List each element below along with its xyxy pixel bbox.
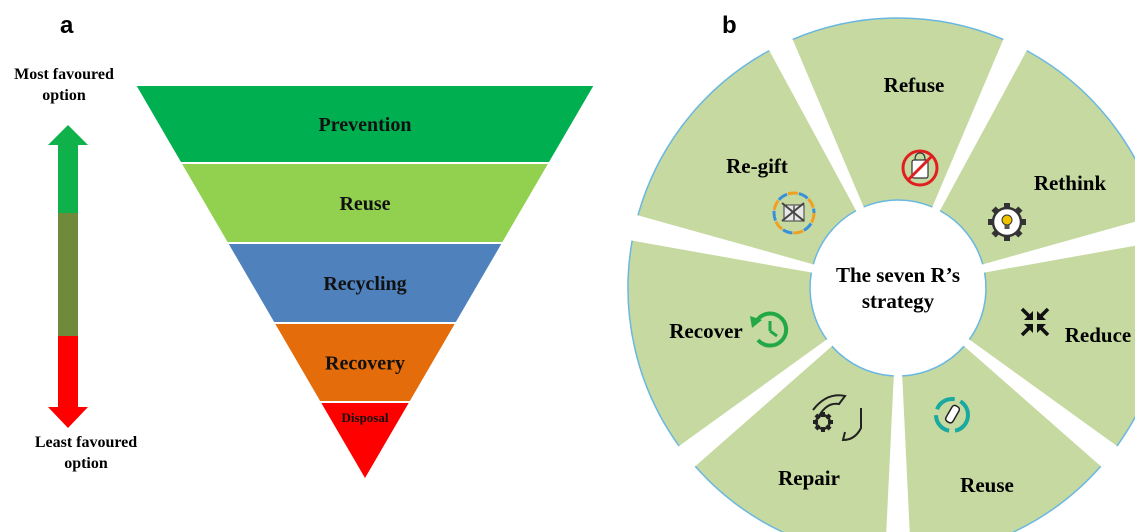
tier-label-recovery: Recovery bbox=[325, 353, 405, 375]
segment-label-reuse: Reuse bbox=[960, 473, 1014, 497]
least-favoured-label-line1: Least favoured bbox=[35, 434, 137, 451]
panel-a-letter: a bbox=[60, 12, 74, 39]
arrow-shaft-red bbox=[58, 336, 78, 408]
segment-label-recover: Recover bbox=[669, 319, 742, 343]
arrow-shaft-green bbox=[58, 144, 78, 214]
tier-label-reuse: Reuse bbox=[339, 193, 390, 215]
segment-refuse bbox=[792, 18, 1004, 207]
gift-cycle-icon bbox=[772, 191, 816, 235]
recycle-bottle-icon bbox=[934, 397, 970, 433]
arrow-shaft-olive bbox=[58, 213, 78, 337]
segment-outer-edge bbox=[1116, 415, 1135, 447]
least-favoured-label-line2: option bbox=[64, 455, 108, 472]
segment-inner-edge bbox=[968, 272, 987, 340]
tier-label-prevention: Prevention bbox=[319, 114, 412, 136]
segment-inner-edge bbox=[902, 345, 965, 377]
tier-disposal bbox=[317, 401, 413, 482]
segment-label-regift: Re-gift bbox=[726, 154, 788, 178]
panel-a: a Most favoured option Least favoured op… bbox=[14, 12, 597, 482]
segment-recover bbox=[627, 240, 827, 447]
most-favoured-label-line2: option bbox=[42, 87, 86, 104]
segment-label-reduce: Reduce bbox=[1065, 323, 1132, 347]
segment-label-rethink: Rethink bbox=[1034, 171, 1107, 195]
arrow-head-up bbox=[48, 125, 88, 145]
segment-outer-edge bbox=[1011, 465, 1102, 532]
center-label-line1: The seven R’s bbox=[836, 263, 960, 287]
tier-label-recycling: Recycling bbox=[323, 273, 406, 295]
center-label-line2: strategy bbox=[862, 289, 935, 313]
segment-rethink bbox=[939, 50, 1135, 265]
tier-label-disposal: Disposal bbox=[342, 410, 389, 425]
favour-arrow bbox=[48, 125, 88, 428]
segment-inner-edge bbox=[863, 199, 933, 208]
segment-label-refuse: Refuse bbox=[884, 73, 945, 97]
segment-reduce bbox=[969, 245, 1135, 447]
panel-b-letter: b bbox=[722, 12, 737, 39]
segment-outer-edge bbox=[627, 240, 680, 447]
segment-inner-edge bbox=[812, 209, 857, 265]
segment-outer-edge bbox=[694, 465, 785, 532]
segment-inner-edge bbox=[809, 272, 828, 340]
most-favoured-label-line1: Most favoured bbox=[14, 66, 114, 83]
segment-inner-edge bbox=[831, 345, 894, 377]
gear-lightbulb-icon bbox=[988, 203, 1026, 241]
segment-repair bbox=[695, 346, 894, 532]
segment-outer-edge bbox=[1026, 49, 1135, 161]
no-plastic-bag-icon bbox=[901, 149, 939, 187]
segment-label-repair: Repair bbox=[778, 466, 840, 490]
panel-b: b RefuseRethinkReduceReuseRepairRecoverR… bbox=[627, 12, 1135, 532]
segment-reuse bbox=[902, 346, 1101, 532]
segment-outer-edge bbox=[637, 49, 770, 216]
compress-arrows-icon bbox=[1020, 307, 1050, 337]
hands-gear-icon bbox=[812, 394, 862, 442]
arrow-head-down bbox=[48, 407, 88, 428]
clock-arrow-icon bbox=[750, 311, 789, 348]
segment-outer-edge bbox=[792, 17, 1004, 41]
segment-inner-edge bbox=[939, 209, 984, 265]
